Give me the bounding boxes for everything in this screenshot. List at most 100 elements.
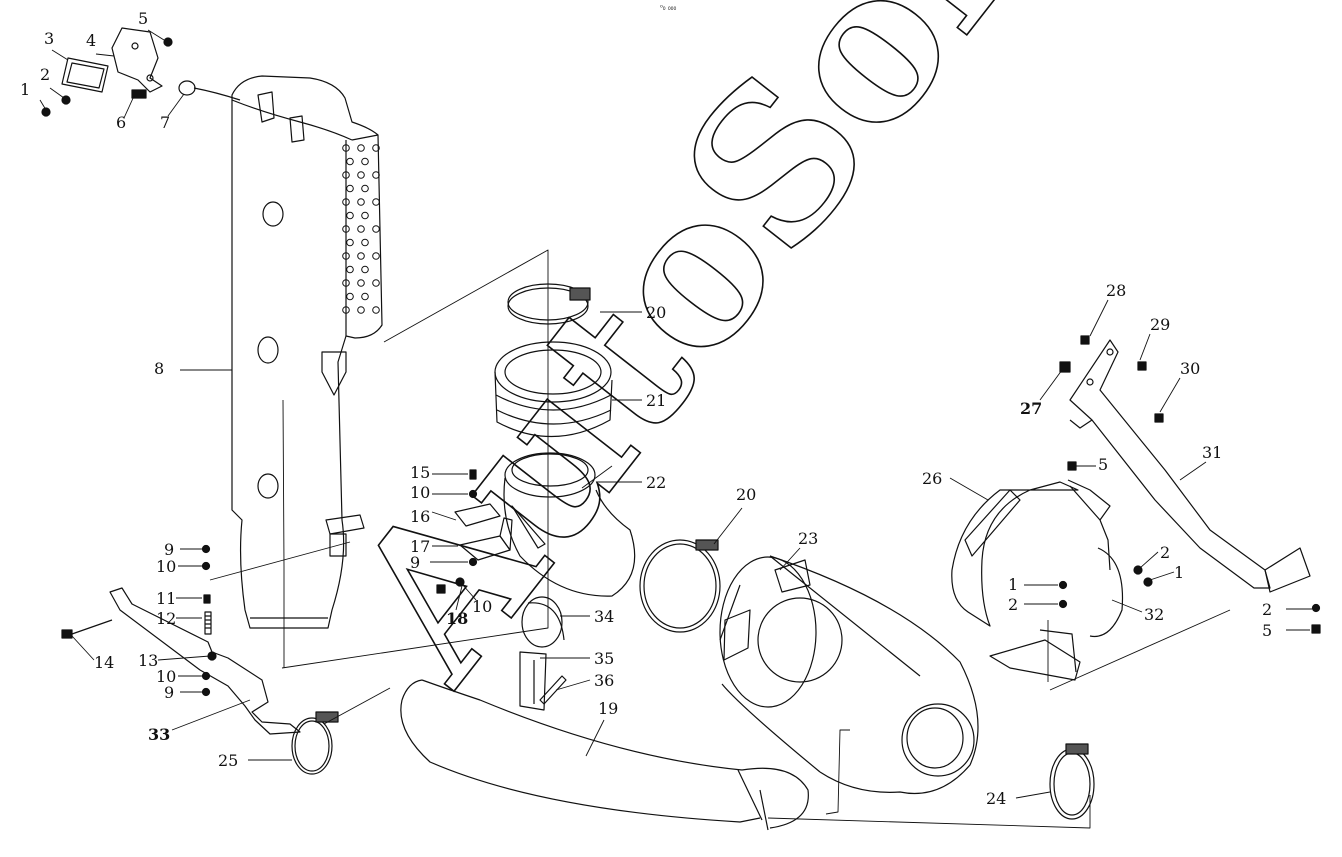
callout-label-9: 9 xyxy=(164,683,174,702)
callout-label-21: 21 xyxy=(646,391,666,410)
leader-line-20 xyxy=(713,507,743,545)
callout-label-5: 5 xyxy=(1098,455,1108,474)
leader-line-27 xyxy=(1039,369,1063,401)
leader-line-4 xyxy=(95,53,115,57)
callout-label-15: 15 xyxy=(410,463,430,482)
leader-line-28 xyxy=(1089,299,1109,337)
elbow-part-22 xyxy=(503,452,636,597)
leader-line-2 xyxy=(1139,551,1159,569)
watermark: AutoSoft xyxy=(302,0,1114,723)
brackets-parts-15-18 xyxy=(436,469,513,594)
callout-label-33: 33 xyxy=(148,725,170,744)
leader-line-24 xyxy=(1015,791,1051,799)
leader-line-1 xyxy=(39,99,47,111)
callout-label-10: 10 xyxy=(156,557,176,576)
grille-hole xyxy=(361,211,369,220)
rubber-sleeve-part-21 xyxy=(494,341,613,438)
grille-hole xyxy=(372,198,380,206)
grille-hole xyxy=(372,171,380,179)
callout-label-35: 35 xyxy=(594,649,614,668)
leader-line-23 xyxy=(779,547,801,571)
leader-line-10 xyxy=(461,583,477,601)
leader-line-5 xyxy=(147,29,165,41)
grille-hole xyxy=(346,265,354,274)
callout-label-10: 10 xyxy=(156,667,176,686)
callout-label-4: 4 xyxy=(86,31,96,50)
callout-label-18: 18 xyxy=(446,609,468,628)
grille-hole xyxy=(357,171,365,179)
callout-label-7: 7 xyxy=(160,113,170,132)
intake-grille-holes xyxy=(342,144,380,314)
leader-line-13 xyxy=(157,655,211,661)
callout-label-5: 5 xyxy=(138,9,148,28)
callout-label-30: 30 xyxy=(1180,359,1200,378)
grille-hole xyxy=(372,225,380,233)
callout-label-32: 32 xyxy=(1144,605,1164,624)
callout-label-22: 22 xyxy=(646,473,666,492)
callout-label-20: 20 xyxy=(646,303,666,322)
callout-label-8: 8 xyxy=(154,359,164,378)
leader-line-29 xyxy=(1139,333,1151,361)
grille-hole xyxy=(361,292,369,301)
callout-label-5: 5 xyxy=(1262,621,1272,640)
hose-clamp-part-24 xyxy=(1049,743,1095,820)
callout-label-10: 10 xyxy=(410,483,430,502)
grille-hole xyxy=(361,238,369,247)
leader-line-31 xyxy=(1179,461,1207,481)
callout-label-1: 1 xyxy=(1174,563,1184,582)
leader-line-7 xyxy=(167,93,185,117)
leader-line-14 xyxy=(71,635,95,661)
grille-hole xyxy=(346,292,354,301)
grille-hole xyxy=(342,306,350,314)
leader-line-18 xyxy=(455,585,463,611)
leader-line-30 xyxy=(1159,377,1181,413)
fasteners-small xyxy=(41,37,241,117)
grille-hole xyxy=(357,306,365,314)
leader-line-19 xyxy=(585,719,605,757)
fasteners-right xyxy=(1058,461,1321,634)
grille-hole xyxy=(372,279,380,287)
mounting-plate-part-3 xyxy=(61,57,109,93)
callout-label-23: 23 xyxy=(798,529,818,548)
mounting-band-part-26 xyxy=(951,479,1124,681)
callout-label-14: 14 xyxy=(94,653,114,672)
leader-line-1 xyxy=(1149,571,1175,581)
bracket-part-4 xyxy=(111,27,163,93)
callout-label-26: 26 xyxy=(922,469,942,488)
grille-hole xyxy=(357,279,365,287)
callout-label-17: 17 xyxy=(410,537,430,556)
callout-label-1: 1 xyxy=(1008,575,1018,594)
callout-label-25: 25 xyxy=(218,751,238,770)
callout-label-6: 6 xyxy=(116,113,126,132)
callout-label-29: 29 xyxy=(1150,315,1170,334)
support-bracket-part-13 xyxy=(61,544,301,735)
intake-hose-part-19 xyxy=(400,679,809,831)
leader-line-2 xyxy=(49,87,65,99)
grille-hole xyxy=(342,171,350,179)
callout-label-2: 2 xyxy=(40,65,50,84)
leader-line-32 xyxy=(1111,599,1143,613)
callout-label-36: 36 xyxy=(594,671,614,690)
callout-label-34: 34 xyxy=(594,607,614,626)
assembly-lines xyxy=(209,249,1231,829)
callout-label-27: 27 xyxy=(1020,399,1042,418)
grille-hole xyxy=(346,211,354,220)
grille-hole xyxy=(342,144,350,152)
callout-label-2: 2 xyxy=(1262,600,1272,619)
callout-label-11: 11 xyxy=(156,589,176,608)
leader-line-3 xyxy=(51,49,69,61)
leader-line-6 xyxy=(123,95,135,119)
air-filter-part-23 xyxy=(719,555,979,795)
callout-label-13: 13 xyxy=(138,651,158,670)
intake-housing-part-8 xyxy=(231,75,383,629)
leader-lines xyxy=(39,29,1312,799)
grille-hole xyxy=(372,144,380,152)
header-mark: ⁰₀ ₀₀₀ xyxy=(660,4,677,12)
grille-hole xyxy=(357,144,365,152)
callout-label-19: 19 xyxy=(598,699,618,718)
callout-label-28: 28 xyxy=(1106,281,1126,300)
leader-line-36 xyxy=(555,679,591,691)
callout-label-1: 1 xyxy=(20,80,30,99)
